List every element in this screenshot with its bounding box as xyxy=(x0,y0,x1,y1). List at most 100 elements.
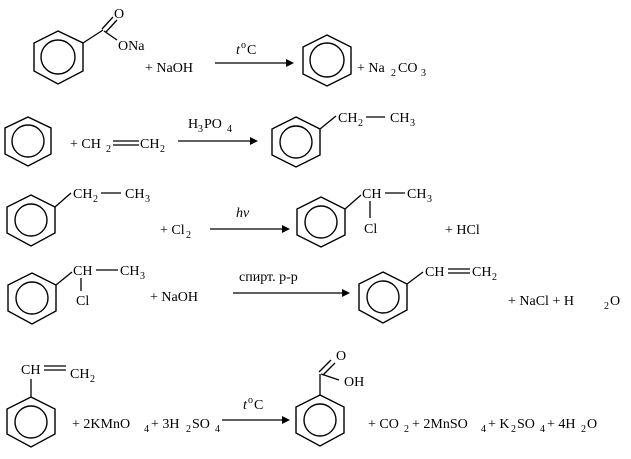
ch2-label: CH xyxy=(70,367,89,382)
ch-label: CH xyxy=(21,363,40,378)
bond xyxy=(319,115,337,130)
reaction-3: CH 2 CH 3 + Cl 2 hv CH CH 3 Cl + HCl xyxy=(6,187,480,248)
ch-label: CH xyxy=(362,187,381,202)
reagent-cl: + Cl xyxy=(160,223,185,238)
subscript: 4 xyxy=(227,124,232,135)
subscript: 2 xyxy=(358,118,363,129)
condition-label: спирт. р-р xyxy=(239,270,298,285)
ch2-label: CH xyxy=(338,111,357,126)
celsius-c: C xyxy=(247,43,256,58)
catalyst-po: PO xyxy=(204,117,222,132)
ch3-label: CH xyxy=(407,187,426,202)
condition-label: t o C xyxy=(236,40,256,58)
benzene-ring-icon xyxy=(6,194,56,247)
subscript: 3 xyxy=(427,194,432,205)
arrow-icon xyxy=(215,59,294,67)
reagent-cl2: + Cl 2 xyxy=(160,223,191,241)
subscript: 2 xyxy=(604,301,609,312)
catalyst-label: H 3 PO 4 xyxy=(188,117,232,135)
product-co: CO xyxy=(398,61,417,76)
benzene-ring-icon xyxy=(6,396,56,448)
reagent-so: SO xyxy=(192,417,210,432)
ch3-label: CH xyxy=(120,264,139,279)
benzene-ring-icon xyxy=(302,34,352,87)
subscript: 3 xyxy=(410,118,415,129)
bond xyxy=(344,194,362,210)
bond xyxy=(54,192,72,208)
benzene-ring-icon xyxy=(4,116,52,167)
oh-label: OH xyxy=(344,375,364,390)
ona-label: ONa xyxy=(118,39,145,54)
subscript: 2 xyxy=(511,424,516,435)
subscript: 2 xyxy=(404,424,409,435)
product-na: + Na xyxy=(357,61,386,76)
subscript: 2 xyxy=(106,144,111,155)
reaction-2: + CH 2 CH 2 H 3 PO 4 CH 2 CH 3 xyxy=(4,111,415,168)
carbonyl-bond xyxy=(318,359,332,373)
byproduct-nacl-h2o: + NaCl + H 2 O xyxy=(508,294,620,312)
reagent-ethylene: + CH 2 CH 2 xyxy=(70,137,165,155)
byproduct-o: O xyxy=(587,417,597,432)
reagent-kmno4: + 2KMnO xyxy=(72,417,130,432)
cl-label: Cl xyxy=(76,294,89,309)
subscript: 2 xyxy=(93,194,98,205)
arrow-icon xyxy=(222,416,290,424)
ethylene-ch2-b: CH xyxy=(140,137,159,152)
catalyst-h: H xyxy=(188,117,198,132)
reagent-h2so4: + 3H xyxy=(151,417,180,432)
bond xyxy=(103,30,118,41)
reaction-4: CH CH 3 Cl + NaOH спирт. р-р CH CH 2 + N… xyxy=(7,264,620,325)
ch2-label: CH xyxy=(73,187,92,202)
cl-label: Cl xyxy=(364,222,377,237)
arrow-icon xyxy=(210,225,290,233)
subscript: 2 xyxy=(581,424,586,435)
bond xyxy=(406,271,424,285)
byproducts: + CO 2 + 2MnSO 4 + K 2 SO 4 + 4H 2 O xyxy=(368,417,597,435)
subscript: 2 xyxy=(90,374,95,385)
bond xyxy=(55,271,73,286)
ethylene-ch2-a: + CH xyxy=(70,137,101,152)
reagents: + 2KMnO 4 + 3H 2 SO 4 xyxy=(72,417,220,435)
byproduct-k2so4: + K xyxy=(488,417,510,432)
arrow-icon xyxy=(233,289,350,297)
condition-label: t o C xyxy=(243,395,263,413)
byproduct-o: O xyxy=(610,294,620,309)
subscript: 4 xyxy=(144,424,149,435)
benzene-ring-icon xyxy=(33,30,84,85)
subscript: 3 xyxy=(140,271,145,282)
subscript: 4 xyxy=(481,424,486,435)
condition-label: hv xyxy=(236,206,250,221)
ch-label: CH xyxy=(73,264,92,279)
subscript: 3 xyxy=(145,194,150,205)
ch3-label: CH xyxy=(125,187,144,202)
ethyl-group: CH 2 CH 3 xyxy=(73,187,150,205)
subscript: 2 xyxy=(186,230,191,241)
subscript: 4 xyxy=(215,424,220,435)
benzene-ring-icon xyxy=(295,394,345,447)
ethyl-group: CH 2 CH 3 xyxy=(338,111,415,129)
carbonyl-bond xyxy=(101,16,114,30)
vinyl-group: CH CH 2 xyxy=(425,265,497,283)
vinyl-group: CH CH 2 xyxy=(21,363,95,385)
reaction-5: CH CH 2 + 2KMnO 4 + 3H 2 SO 4 t o C xyxy=(6,349,597,448)
oxygen-label: O xyxy=(114,7,124,22)
subscript: 2 xyxy=(391,68,396,79)
byproduct-nacl: + NaCl + H xyxy=(508,294,574,309)
carbonyl-bond xyxy=(105,19,118,33)
temperature-t: t xyxy=(243,398,248,413)
reagent-naoh: + NaOH xyxy=(145,61,193,76)
oxygen-label: O xyxy=(336,349,346,364)
degree-mark: o xyxy=(248,395,253,406)
byproduct-mnso4: + 2MnSO xyxy=(412,417,468,432)
benzene-ring-icon xyxy=(358,271,408,324)
subscript: 3 xyxy=(421,68,426,79)
ch-label: CH xyxy=(425,265,444,280)
carbonyl-bond xyxy=(322,362,336,376)
reagent-naoh: + NaOH xyxy=(150,290,198,305)
subscript: 2 xyxy=(160,144,165,155)
byproduct-h2o: + 4H xyxy=(547,417,576,432)
chloroethyl-group: CH CH 3 Cl xyxy=(73,264,145,309)
degree-mark: o xyxy=(241,40,246,51)
